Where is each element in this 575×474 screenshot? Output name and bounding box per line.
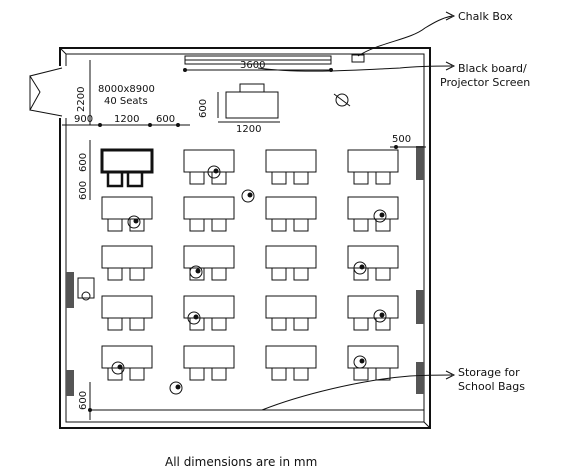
black-board bbox=[184, 55, 332, 65]
student-desk bbox=[183, 196, 235, 232]
student-desk bbox=[347, 149, 399, 185]
occupied-chairs bbox=[111, 165, 387, 395]
student-desk bbox=[183, 245, 235, 281]
room-walls bbox=[59, 47, 431, 429]
door bbox=[29, 66, 68, 118]
student-desk bbox=[183, 149, 235, 185]
person-chair bbox=[373, 209, 387, 223]
wall-pillars bbox=[66, 146, 424, 396]
storage-callout-line2: School Bags bbox=[458, 380, 525, 393]
person-chair bbox=[353, 355, 367, 369]
teacher-chair bbox=[333, 93, 351, 107]
person-chair bbox=[187, 311, 201, 325]
teacher-desk-width-label: 1200 bbox=[236, 124, 261, 135]
student-desk bbox=[347, 345, 399, 381]
board-width-label: 3600 bbox=[240, 60, 265, 71]
storage-callout-line1: Storage for bbox=[458, 366, 520, 379]
bottom-storage-label: 600 bbox=[78, 391, 89, 410]
bag-storage bbox=[88, 382, 424, 420]
right-gap-label: 500 bbox=[392, 134, 411, 145]
chalk-box-callout: Chalk Box bbox=[458, 10, 513, 23]
person-chair bbox=[189, 265, 203, 279]
student-desk bbox=[101, 345, 153, 381]
black-board-callout-line1: Black board/ bbox=[458, 62, 527, 75]
person-chair bbox=[111, 361, 125, 375]
student-desk bbox=[265, 196, 317, 232]
person-chair bbox=[169, 381, 183, 395]
person-chair bbox=[373, 309, 387, 323]
desk-dimension-line bbox=[62, 123, 426, 149]
student-desk bbox=[265, 149, 317, 185]
door-depth-label: 2200 bbox=[76, 87, 87, 112]
black-board-callout-line2: Projector Screen bbox=[440, 76, 530, 89]
student-desk bbox=[347, 196, 399, 232]
student-desk bbox=[347, 245, 399, 281]
student-desk bbox=[183, 295, 235, 331]
chalk-box bbox=[351, 54, 365, 63]
front-desk-depth-label: 600 bbox=[78, 153, 89, 172]
student-desks bbox=[101, 149, 399, 381]
person-chair bbox=[207, 165, 221, 179]
desk-width-label: 1200 bbox=[114, 114, 139, 125]
person-chair bbox=[353, 261, 367, 275]
student-desk bbox=[265, 295, 317, 331]
student-desk bbox=[347, 295, 399, 331]
student-desk bbox=[183, 345, 235, 381]
student-desk bbox=[101, 245, 153, 281]
room-size-label: 8000x8900 bbox=[98, 84, 155, 95]
student-desk bbox=[101, 295, 153, 331]
student-desk bbox=[265, 345, 317, 381]
left-gap-label: 900 bbox=[74, 114, 93, 125]
teacher-desk bbox=[217, 83, 280, 123]
wheelchair bbox=[77, 277, 95, 301]
student-desk bbox=[265, 245, 317, 281]
person-chair bbox=[127, 215, 141, 229]
aisle-label: 600 bbox=[156, 114, 175, 125]
highlighted-desk bbox=[100, 148, 154, 188]
student-desk bbox=[101, 196, 153, 232]
person-chair bbox=[241, 189, 255, 203]
callout-arrows bbox=[257, 11, 456, 411]
front-gap-label: 600 bbox=[78, 181, 89, 200]
dimensions-note: All dimensions are in mm bbox=[165, 455, 317, 469]
teacher-desk-depth-label: 600 bbox=[198, 99, 209, 118]
seats-label: 40 Seats bbox=[104, 96, 148, 107]
